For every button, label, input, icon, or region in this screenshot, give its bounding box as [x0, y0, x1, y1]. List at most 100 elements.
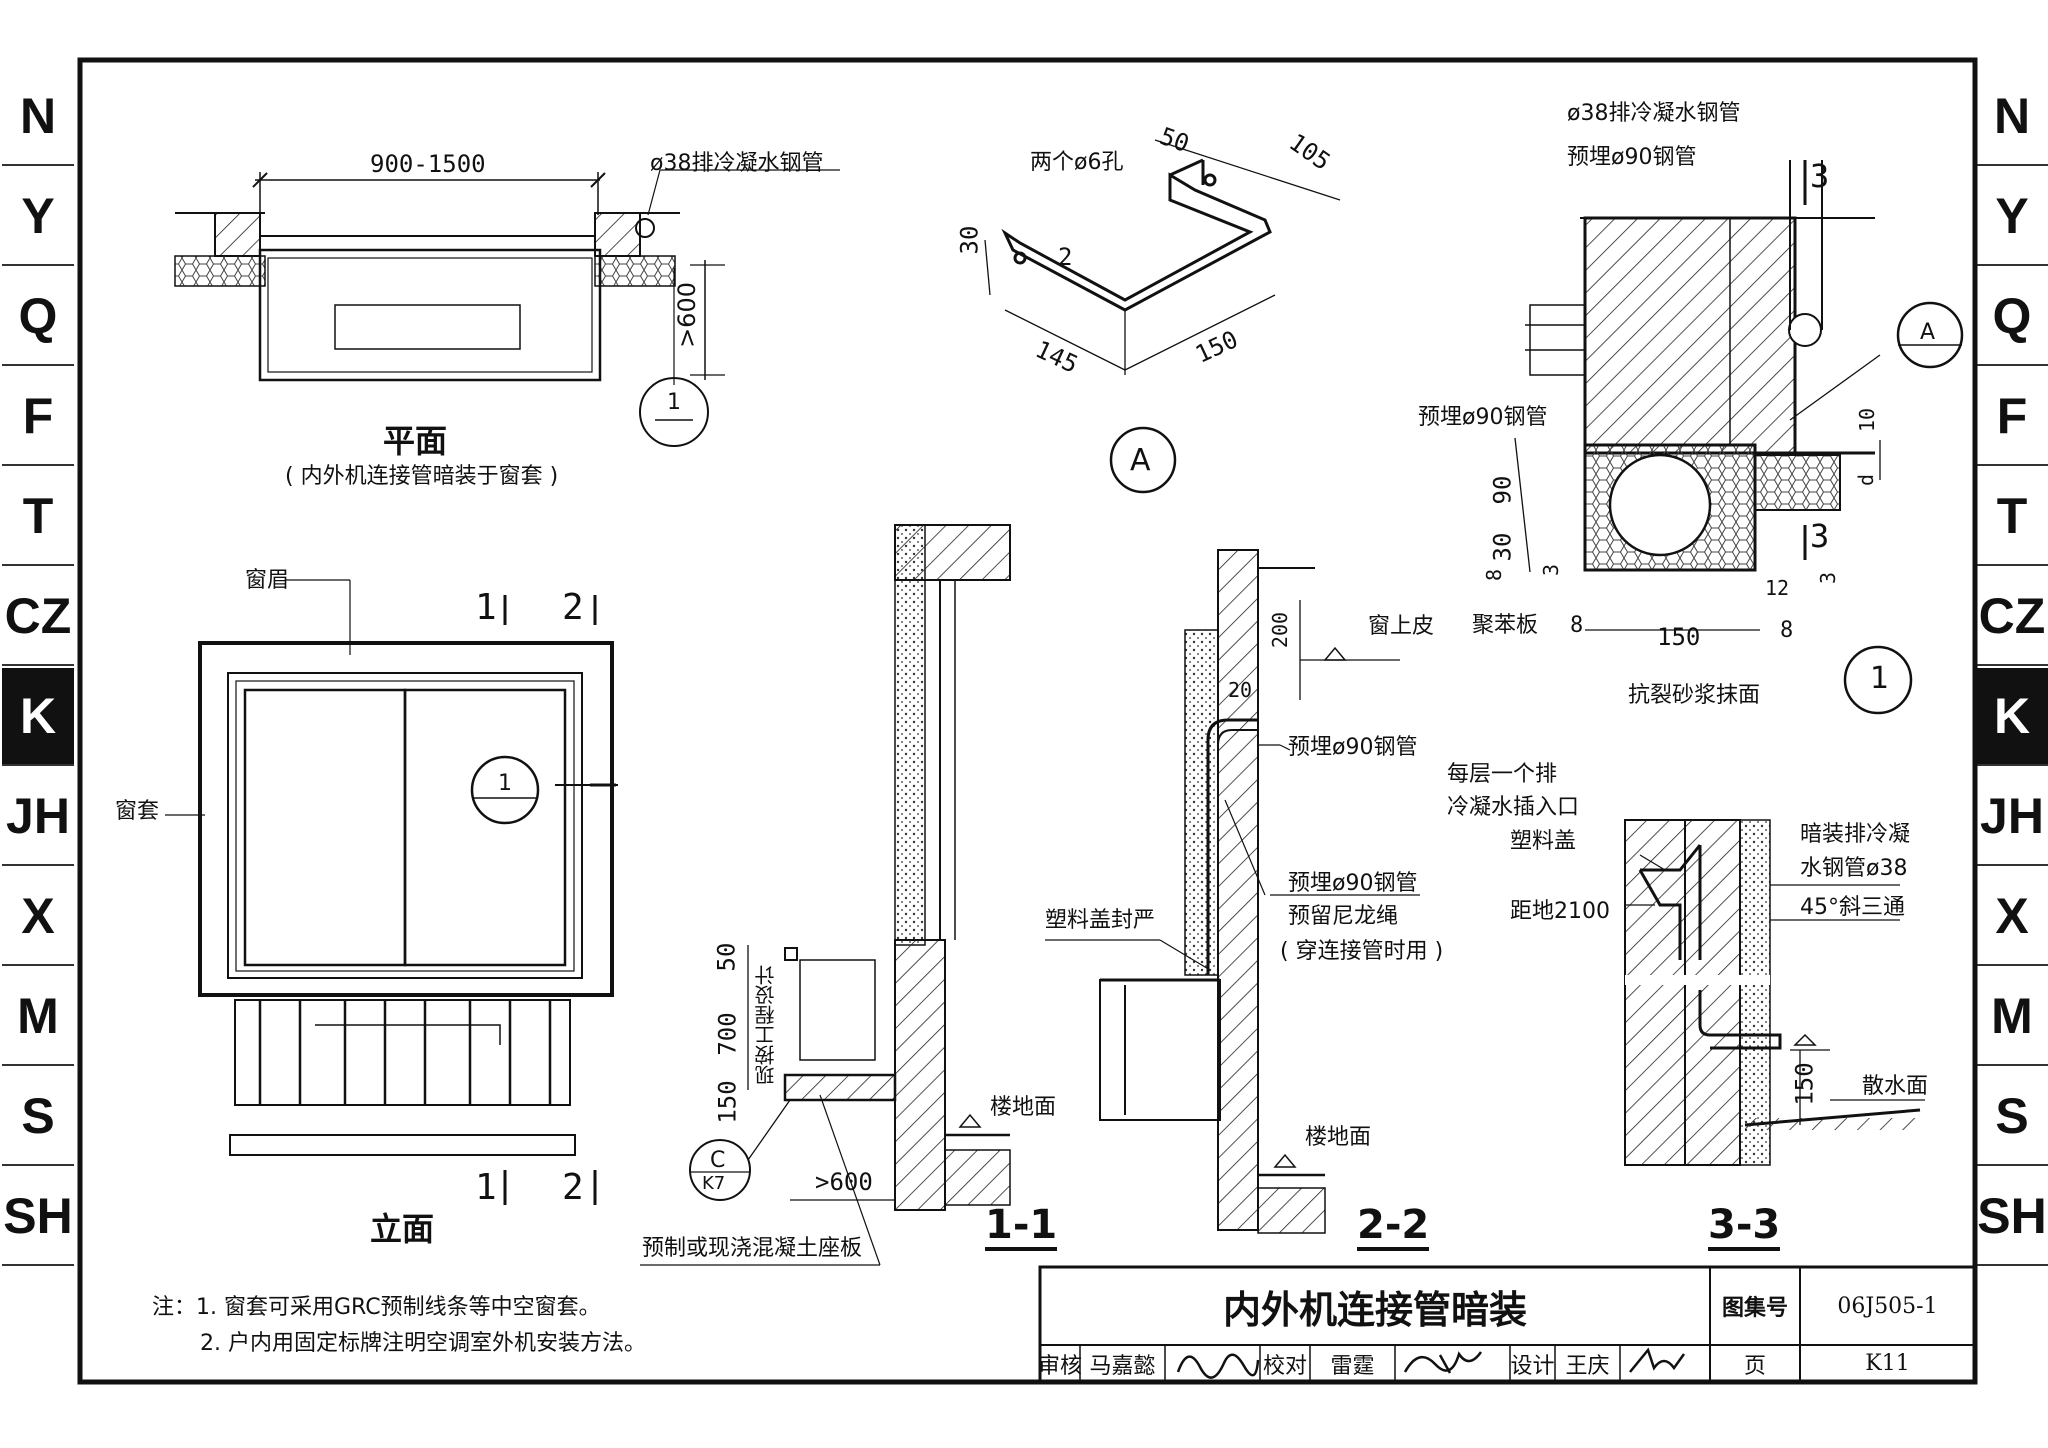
elevation-view [165, 579, 618, 1205]
sec33-label: 3-3 [1708, 1205, 1781, 1251]
side-tab-l-jh[interactable]: JH [2, 768, 74, 866]
elevation-cut1-bottom: 1 [475, 1167, 497, 1208]
sec33-pipe1: 暗装排冷凝 [1800, 822, 1911, 847]
review-label: 审核 [1038, 1353, 1083, 1379]
sec22-through: ( 穿连接管时用 ) [1280, 939, 1444, 964]
sec33-cap: 塑料盖 [1510, 829, 1577, 854]
detail1-dim-d: d [1854, 473, 1879, 487]
bracket-holes-label: 两个ø6孔 [1030, 150, 1124, 175]
side-tab-l-cz[interactable]: CZ [2, 568, 74, 666]
sec33-height: 距地2100 [1510, 899, 1610, 924]
sec22-window-top: 窗上皮 [1368, 614, 1435, 639]
sec11-dim-150: 150 [713, 1080, 742, 1124]
elevation-lintel-label: 窗眉 [245, 568, 290, 593]
sec11-dim-700: 700 [713, 1012, 742, 1056]
detail1-pipe-top: ø38排冷凝水钢管 [1567, 101, 1741, 126]
detail1-mortar: 抗裂砂浆抹面 [1628, 683, 1761, 708]
page-label: 页 [1743, 1353, 1766, 1379]
atlas-number: 06J505-1 [1837, 1293, 1938, 1319]
detail1-section-mark-top: 3 [1810, 157, 1830, 195]
side-tab-r-k[interactable]: K [1976, 668, 2048, 766]
sec11-callout-bottom: K7 [702, 1173, 726, 1194]
plan-width-dim: 900-1500 [370, 150, 486, 178]
detail1-callout-letter: A [1920, 320, 1936, 345]
side-tab-r-s[interactable]: S [1976, 1068, 2048, 1166]
sec11-dim-50: 50 [712, 942, 741, 972]
section-1-1 [640, 524, 1011, 1266]
side-tab-l-n[interactable]: N [2, 68, 74, 166]
detail1-dim-10: 10 [1855, 407, 1880, 433]
side-tab-r-f[interactable]: F [1976, 368, 2048, 466]
side-tab-r-sh[interactable]: SH [1976, 1168, 2048, 1266]
plan-subtitle: ( 内外机连接管暗装于窗套 ) [285, 464, 559, 489]
sec22-cap: 塑料盖封严 [1045, 908, 1156, 933]
plan-detail-number: 1 [667, 390, 681, 415]
detail1-dim-8a: 8 [1482, 568, 1507, 582]
sec33-inlet2: 冷凝水插入口 [1447, 795, 1580, 820]
notes: 注：1. 窗套可采用GRC预制线条等中空窗套。 2. 户内用固定标牌注明空调室外… [152, 1290, 646, 1362]
sec22-floor: 楼地面 [1305, 1125, 1372, 1150]
side-tab-r-t[interactable]: T [1976, 468, 2048, 566]
sec11-dim-600: >600 [815, 1168, 873, 1196]
drawing-title: 内外机连接管暗装 [1222, 1287, 1527, 1332]
side-tab-l-f[interactable]: F [2, 368, 74, 466]
elevation-casing-label: 窗套 [115, 799, 160, 824]
detail1-dim-30: 30 [1488, 532, 1517, 562]
detail1-embedded-left: 预埋ø90钢管 [1418, 405, 1548, 430]
side-tab-r-cz[interactable]: CZ [1976, 568, 2048, 666]
detail1-section-mark-bottom: 3 [1810, 517, 1830, 555]
page-number: K11 [1865, 1351, 1910, 1376]
sec33-tee: 45°斜三通 [1800, 895, 1905, 920]
detail-1 [1514, 160, 1964, 715]
side-tab-l-s[interactable]: S [2, 1068, 74, 1166]
elevation-title: 立面 [370, 1210, 435, 1248]
sec22-nylon: 预留尼龙绳 [1288, 904, 1399, 929]
side-tab-r-q[interactable]: Q [1976, 268, 2048, 366]
side-tab-l-q[interactable]: Q [2, 268, 74, 366]
plan-title: 平面 [383, 422, 448, 460]
side-tab-l-m[interactable]: M [2, 968, 74, 1066]
side-tab-r-x[interactable]: X [1976, 868, 2048, 966]
title-block-lines [1038, 1265, 1977, 1384]
reviewer-name: 马嘉懿 [1089, 1353, 1156, 1379]
detail1-dim-12: 12 [1765, 576, 1790, 600]
sec11-slab: 预制或现浇混凝土座板 [642, 1236, 863, 1261]
elevation-cut2-top: 2 [562, 587, 584, 628]
check-label: 校对 [1262, 1353, 1307, 1379]
sec33-dim-150: 150 [1790, 1062, 1819, 1106]
side-tab-r-m[interactable]: M [1976, 968, 2048, 1066]
detail1-dim-3b: 3 [1816, 571, 1841, 585]
designer-name: 王庆 [1565, 1353, 1610, 1379]
elevation-cut2-bottom: 2 [562, 1167, 584, 1208]
detail1-embedded-top: 预埋ø90钢管 [1567, 145, 1697, 170]
detail1-dim-8c: 8 [1780, 618, 1794, 643]
elevation-detail-number: 1 [498, 771, 512, 796]
detail1-dim-3a: 3 [1539, 563, 1564, 577]
note-line-1: 注：1. 窗套可采用GRC预制线条等中空窗套。 [152, 1295, 601, 1320]
side-tab-l-y[interactable]: Y [2, 168, 74, 266]
plan-depth-dim: >600 [673, 282, 701, 348]
bracket-dim-2: 2 [1058, 243, 1073, 271]
sec33-apron: 散水面 [1862, 1074, 1929, 1099]
sec22-label: 2-2 [1357, 1205, 1430, 1251]
elevation-cut1-top: 1 [475, 587, 497, 628]
side-tab-l-sh[interactable]: SH [2, 1168, 74, 1266]
section-3-3 [1624, 819, 1925, 1166]
side-tab-r-n[interactable]: N [1976, 68, 2048, 166]
bracket-detail [984, 139, 1341, 494]
side-tab-r-y[interactable]: Y [1976, 168, 2048, 266]
side-tab-l-t[interactable]: T [2, 468, 74, 566]
design-label: 设计 [1510, 1353, 1555, 1379]
sec22-embed1: 预埋ø90钢管 [1288, 735, 1418, 760]
bracket-detail-letter: A [1130, 443, 1151, 478]
sec22-embed2: 预埋ø90钢管 [1288, 871, 1418, 896]
sec11-callout-top: C [710, 1148, 726, 1173]
side-tab-l-k[interactable]: K [2, 668, 74, 766]
detail1-board: 聚苯板 [1472, 613, 1539, 638]
side-tab-l-x[interactable]: X [2, 868, 74, 966]
sec22-dim-20: 20 [1228, 678, 1253, 702]
side-tab-r-jh[interactable]: JH [1976, 768, 2048, 866]
note-line-2: 2. 户内用固定标牌注明空调室外机安装方法。 [200, 1331, 646, 1356]
